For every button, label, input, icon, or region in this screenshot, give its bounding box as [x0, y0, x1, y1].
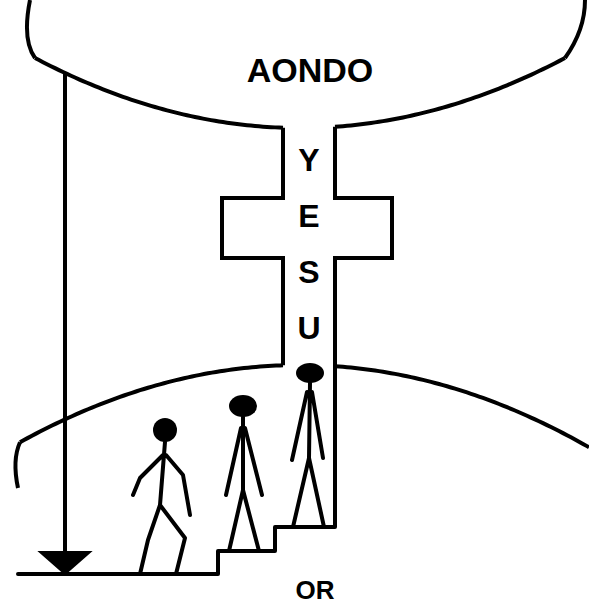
outline-line: [35, 58, 283, 128]
outline-line: [335, 366, 589, 447]
outline-line: [565, 0, 585, 58]
region-label: AONDO: [247, 50, 374, 90]
outline-line: [20, 365, 283, 442]
heaven-region: AONDO: [0, 0, 589, 135]
stick-figure: [292, 363, 324, 527]
descent-arrow: [40, 73, 90, 574]
outline: [0, 355, 589, 606]
stick-figure: [226, 395, 262, 551]
cross-label: YESU: [293, 132, 325, 356]
arrow-line: [63, 73, 67, 552]
arrow-head: [40, 552, 90, 574]
outline-line: [335, 127, 392, 527]
region-label: OR: [296, 577, 335, 603]
cross-shape: YESU: [210, 100, 400, 540]
stick-figure: [133, 418, 190, 574]
earth-region: OR: [0, 355, 589, 606]
outline-line: [27, 0, 35, 58]
outline-line: [222, 128, 283, 366]
outline-line: [15, 442, 20, 488]
